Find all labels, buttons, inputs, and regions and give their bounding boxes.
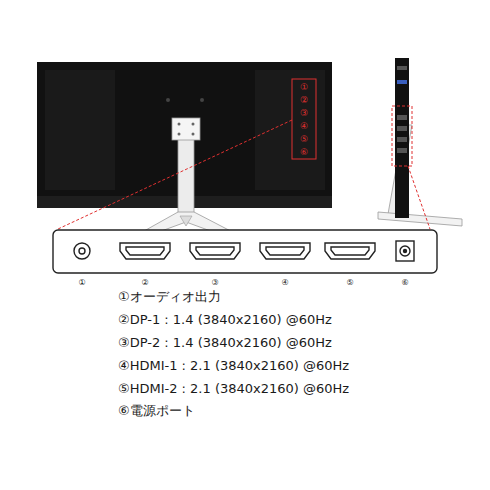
callout-number: ⑤: [300, 134, 308, 144]
callout-box: [292, 79, 316, 159]
port-spec: ⑥電源ポート: [118, 404, 195, 419]
port-number: ⑥: [401, 278, 408, 287]
monitor-stand: [128, 118, 246, 241]
port-panel: [53, 230, 437, 273]
leader-line: [408, 166, 430, 229]
port-spec: ②DP-1 : 1.4 (3840x2160) @60Hz: [118, 313, 332, 328]
port-spec: ④HDMI-1 : 2.1 (3840x2160) @60Hz: [118, 359, 349, 374]
port-number: ⑤: [346, 278, 353, 287]
leader-line: [58, 120, 292, 229]
port-spec: ⑤HDMI-2 : 2.1 (3840x2160) @60Hz: [118, 382, 349, 397]
callout-number: ④: [300, 121, 308, 131]
port-spec: ③DP-2 : 1.4 (3840x2160) @60Hz: [118, 336, 332, 351]
port-number: ④: [281, 278, 288, 287]
callout-number: ③: [300, 108, 308, 118]
port-number: ③: [211, 278, 218, 287]
callout-number: ⑥: [300, 147, 308, 157]
callout-number: ①: [300, 82, 308, 92]
callout-number: ②: [300, 95, 308, 105]
port-number: ②: [141, 278, 148, 287]
port-number: ①: [78, 278, 85, 287]
port-spec: ①オーディオ出力: [118, 290, 221, 305]
